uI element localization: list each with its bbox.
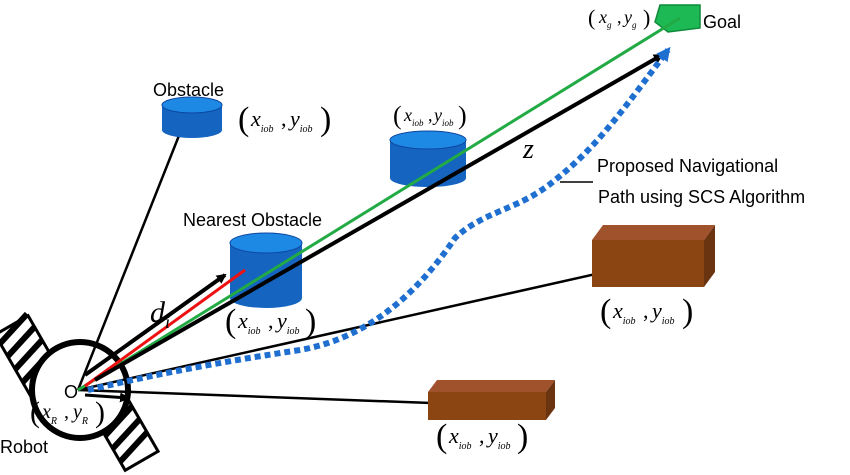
green-line-to-goal (77, 16, 681, 392)
red-line (84, 268, 246, 388)
svg-text:(: ( (600, 293, 611, 330)
svg-text:,: , (268, 308, 274, 333)
line-to-obstacle-1 (76, 127, 184, 391)
goal-label: Goal (703, 12, 741, 32)
z-label: z (522, 134, 534, 165)
box-right-coord-label: ( xiob , yiob ) (600, 293, 693, 330)
svg-text:): ) (305, 303, 316, 340)
svg-text:,: , (479, 423, 485, 448)
z-arrow (94, 53, 664, 382)
svg-text:,: , (64, 401, 69, 423)
svg-text:yiob: yiob (650, 298, 675, 327)
nearest-obstacle-coord-label: ( xiob , yiob ) (225, 303, 316, 340)
svg-text:yg: yg (622, 7, 637, 30)
obstacle-box-right (592, 225, 715, 287)
path-label-line1: Proposed Navigational (597, 156, 778, 176)
svg-text:): ) (320, 101, 331, 138)
svg-text:yR: yR (71, 401, 88, 427)
obstacle-2-coord-label: ( xiob , yiob ) (393, 101, 467, 130)
svg-text:xg: xg (598, 7, 612, 30)
distance-arrow (83, 273, 227, 377)
svg-text:yiob: yiob (432, 105, 454, 128)
svg-text:xiob: xiob (448, 423, 472, 452)
svg-text:(: ( (30, 396, 40, 429)
robot-heading-arrow (84, 392, 130, 403)
box-bottom-coord-label: ( xiob , yiob ) (436, 418, 528, 455)
robot-coord-label: ( xR , yR ) (30, 396, 105, 429)
svg-text:yiob: yiob (275, 308, 300, 337)
svg-text:xiob: xiob (612, 298, 636, 327)
robot-label: Robot (0, 437, 48, 457)
obstacle-cylinder-1 (161, 96, 223, 138)
svg-text:xR: xR (41, 401, 57, 427)
svg-text:,: , (617, 7, 622, 27)
svg-text:(: ( (393, 101, 402, 130)
obstacle-label: Obstacle (153, 80, 224, 100)
svg-text:xiob: xiob (250, 106, 274, 135)
obstacle-box-bottom (428, 380, 555, 420)
line-to-box-bottom (77, 388, 486, 407)
distance-label: di (150, 296, 170, 332)
obstacle-cylinder-2 (389, 130, 467, 187)
svg-text:): ) (643, 5, 650, 30)
svg-text:(: ( (588, 5, 595, 30)
svg-text:yiob: yiob (486, 423, 511, 452)
svg-text:(: ( (238, 101, 249, 138)
proposed-path (87, 46, 671, 393)
svg-text:): ) (458, 101, 467, 130)
svg-text:): ) (682, 293, 693, 330)
svg-text:(: ( (436, 418, 447, 455)
path-label-line2: Path using SCS Algorithm (598, 187, 805, 207)
svg-text:,: , (643, 298, 649, 323)
obstacle-1-coord-label: ( xiob , yiob ) (238, 101, 331, 138)
svg-text:): ) (517, 418, 528, 455)
svg-text:,: , (281, 106, 287, 131)
svg-text:xiob: xiob (403, 105, 424, 128)
goal-coord-label: ( xg , yg ) (588, 5, 650, 30)
svg-text:): ) (95, 396, 105, 429)
origin-label: O (64, 382, 78, 402)
svg-text:(: ( (225, 303, 236, 340)
svg-text:xiob: xiob (237, 308, 261, 337)
svg-text:yiob: yiob (288, 106, 313, 135)
svg-text:,: , (428, 105, 433, 125)
nearest-obstacle-label: Nearest Obstacle (183, 210, 322, 230)
